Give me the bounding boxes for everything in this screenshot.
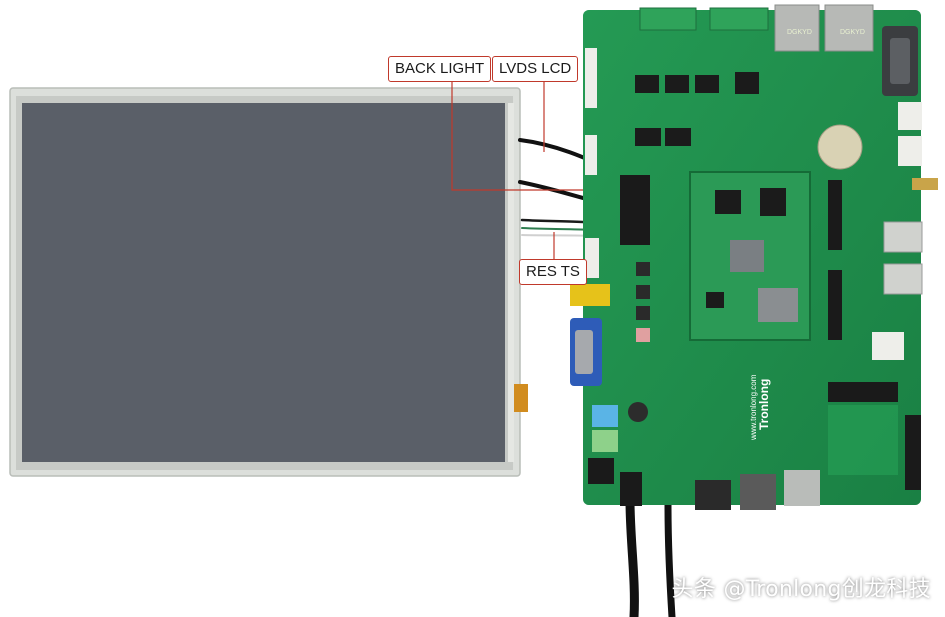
vga-shell <box>575 330 593 374</box>
label-back-light: BACK LIGHT <box>388 56 492 82</box>
usb-cable <box>664 501 676 617</box>
label-lvds-lcd: LVDS LCD <box>492 56 579 82</box>
memory-chip-2 <box>760 188 786 216</box>
ic-2 <box>665 75 689 93</box>
ethernet-jack-1 <box>774 4 820 52</box>
rca-jack <box>570 284 610 306</box>
ffc-connector-2 <box>585 135 597 175</box>
emmc-chip <box>758 288 798 322</box>
watermark: 头条 @Tronlong创龙科技 <box>671 577 931 602</box>
ic-4 <box>735 72 759 94</box>
lvds-header <box>620 175 650 245</box>
url-text: www.tronlong.com <box>749 374 758 441</box>
terminal-block-2 <box>709 7 769 31</box>
label-res-ts: RES TS <box>519 259 587 285</box>
sma-connector <box>912 178 938 190</box>
dc-power-jack <box>620 472 642 506</box>
memory-chip-1 <box>715 190 741 214</box>
soc-chip <box>730 240 764 272</box>
push-button-3 <box>636 306 650 320</box>
cables <box>518 138 676 617</box>
ic-3 <box>695 75 719 93</box>
fpc-tab <box>514 384 528 412</box>
callout-line-back-light <box>451 80 612 191</box>
jack-text-2: DGKYD <box>840 29 865 36</box>
push-button-2 <box>636 285 650 299</box>
ic-6 <box>665 128 691 146</box>
white-connector-1 <box>898 102 922 130</box>
push-button-1 <box>636 262 650 276</box>
white-connector-2 <box>898 136 922 166</box>
rj45-small <box>740 474 776 510</box>
touch-film-edge <box>508 103 514 462</box>
brand-text: Tronlong <box>757 379 771 430</box>
sd-card-slot <box>784 470 820 506</box>
lcd-panel <box>9 87 528 477</box>
pcb-pad-area <box>828 405 898 475</box>
ethernet-jack-2 <box>824 4 874 52</box>
hdmi-port <box>695 480 731 510</box>
capacitor <box>628 402 648 422</box>
power-cable <box>625 495 639 617</box>
audio-jack-2 <box>592 430 618 452</box>
db9-shell <box>890 38 910 84</box>
pin-header-3 <box>905 415 921 490</box>
usb-port-1 <box>883 221 923 253</box>
coin-cell-holder <box>817 124 863 170</box>
ffc-connector-3 <box>585 238 599 278</box>
small-chip <box>706 292 724 308</box>
jack-text-1: DGKYD <box>787 29 812 36</box>
mpcie-socket <box>828 382 898 402</box>
ffc-connector-1 <box>585 48 597 108</box>
pcb-board: DGKYD DGKYD <box>570 4 938 510</box>
ic-5 <box>635 128 661 146</box>
pin-header-1 <box>828 180 842 250</box>
lcd-screen <box>22 103 505 462</box>
usb-port-2 <box>883 263 923 295</box>
ic-1 <box>635 75 659 93</box>
terminal-block-1 <box>639 7 697 31</box>
audio-jack-1 <box>592 405 618 427</box>
callout-lines <box>451 80 612 259</box>
power-switch <box>588 458 614 484</box>
lcd-backlight-module <box>872 332 904 360</box>
push-button-4 <box>636 328 650 342</box>
pin-header-2 <box>828 270 842 340</box>
